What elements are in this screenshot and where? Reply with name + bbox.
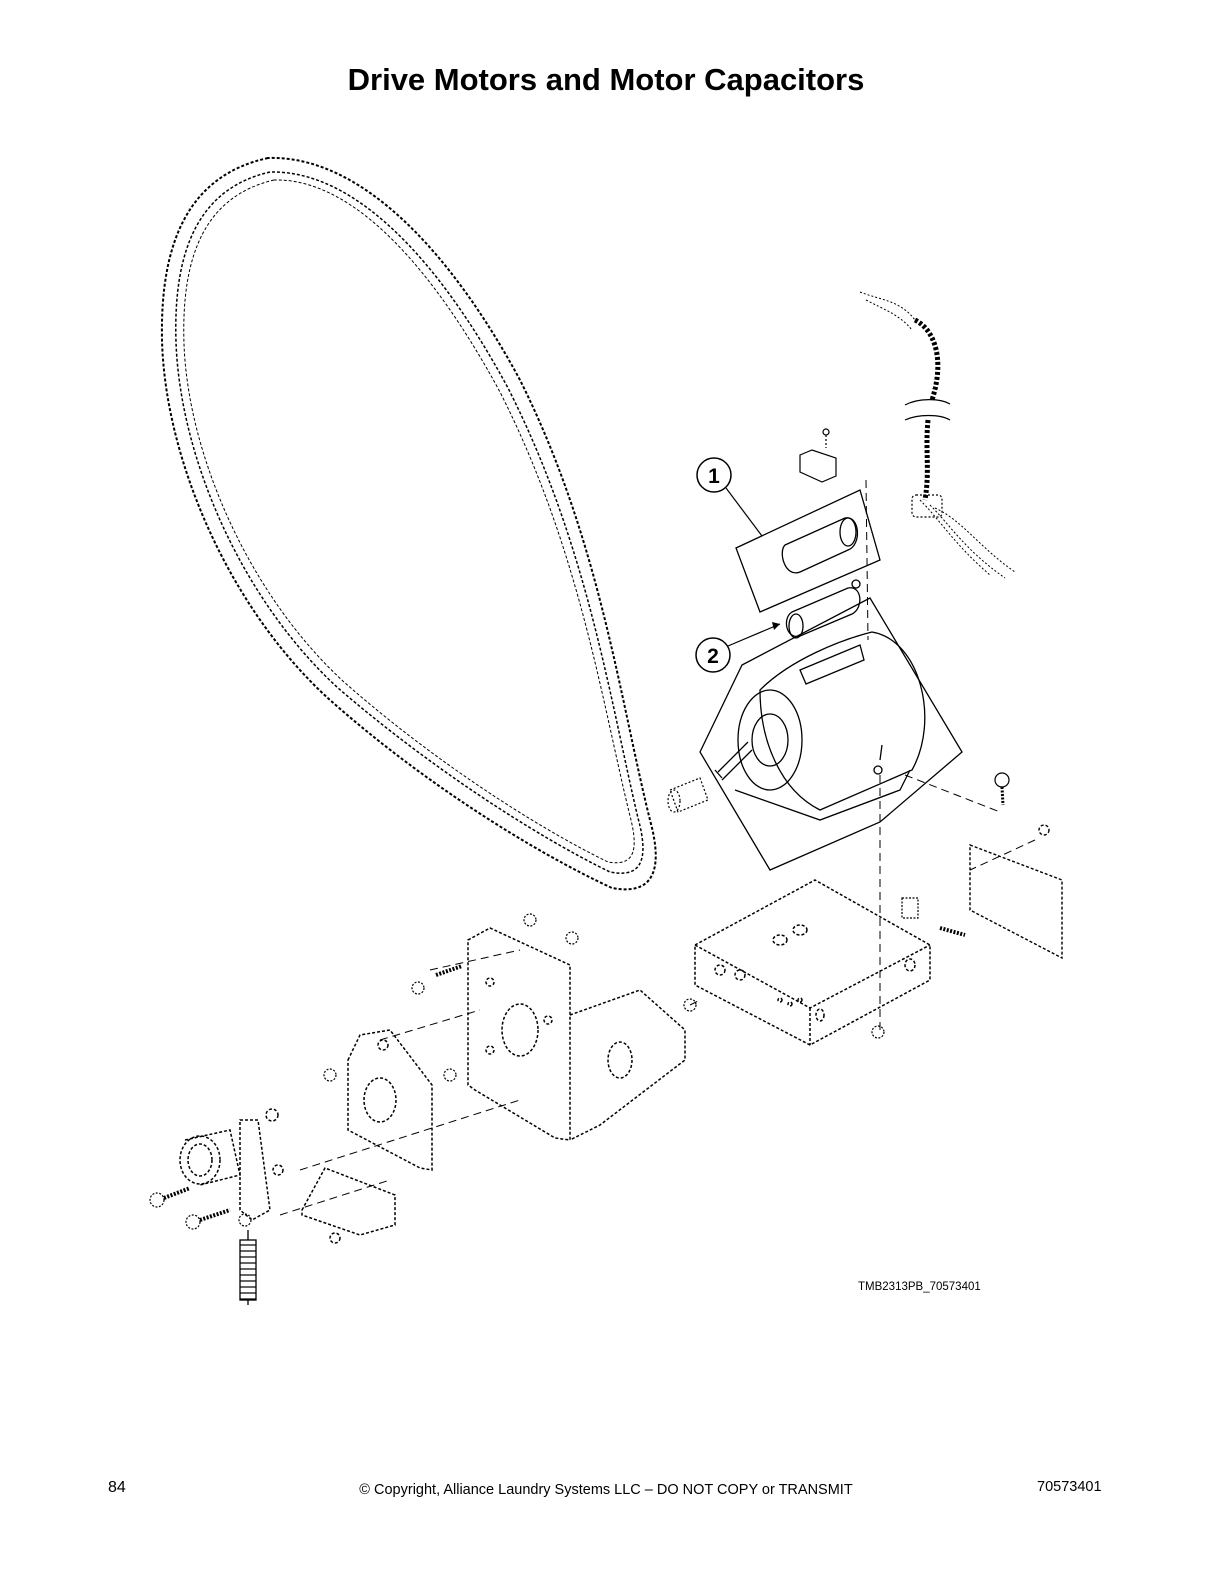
hex-bolts [323,913,697,1082]
capacitor-group-outline [735,489,881,613]
idler-pulley [179,1108,284,1221]
page-number: 84 [108,1479,126,1496]
drive-motor [714,631,926,821]
figure-reference: TMB2313PB_70573401 [858,1281,981,1293]
motor-pulley [667,777,709,813]
mounting-screw [994,772,1010,806]
motor-mount-bracket [694,879,931,1046]
tension-spring [239,1230,257,1305]
assembly-leader-lines [279,479,1036,1216]
callout-1-label: 1 [708,465,720,488]
callout-2-label: 2 [707,645,719,668]
wire-harness [859,291,1016,579]
cover-plate [969,824,1063,960]
drive-motor-outline [699,597,963,871]
lower-bracket [301,1167,396,1244]
capacitor-clip [799,428,837,483]
nut-clip [871,897,966,1039]
copyright-notice: © Copyright, Alliance Laundry Systems LL… [359,1482,853,1498]
callout-2: 2 [695,622,781,673]
idler-bolts [149,1186,252,1230]
idler-bracket [347,1029,433,1171]
document-number: 70573401 [1037,1479,1102,1495]
run-capacitor [785,579,861,639]
page-title: Drive Motors and Motor Capacitors [347,62,865,97]
callout-1: 1 [696,457,763,537]
drive-belt [160,156,657,891]
mounting-plate [467,927,686,1141]
